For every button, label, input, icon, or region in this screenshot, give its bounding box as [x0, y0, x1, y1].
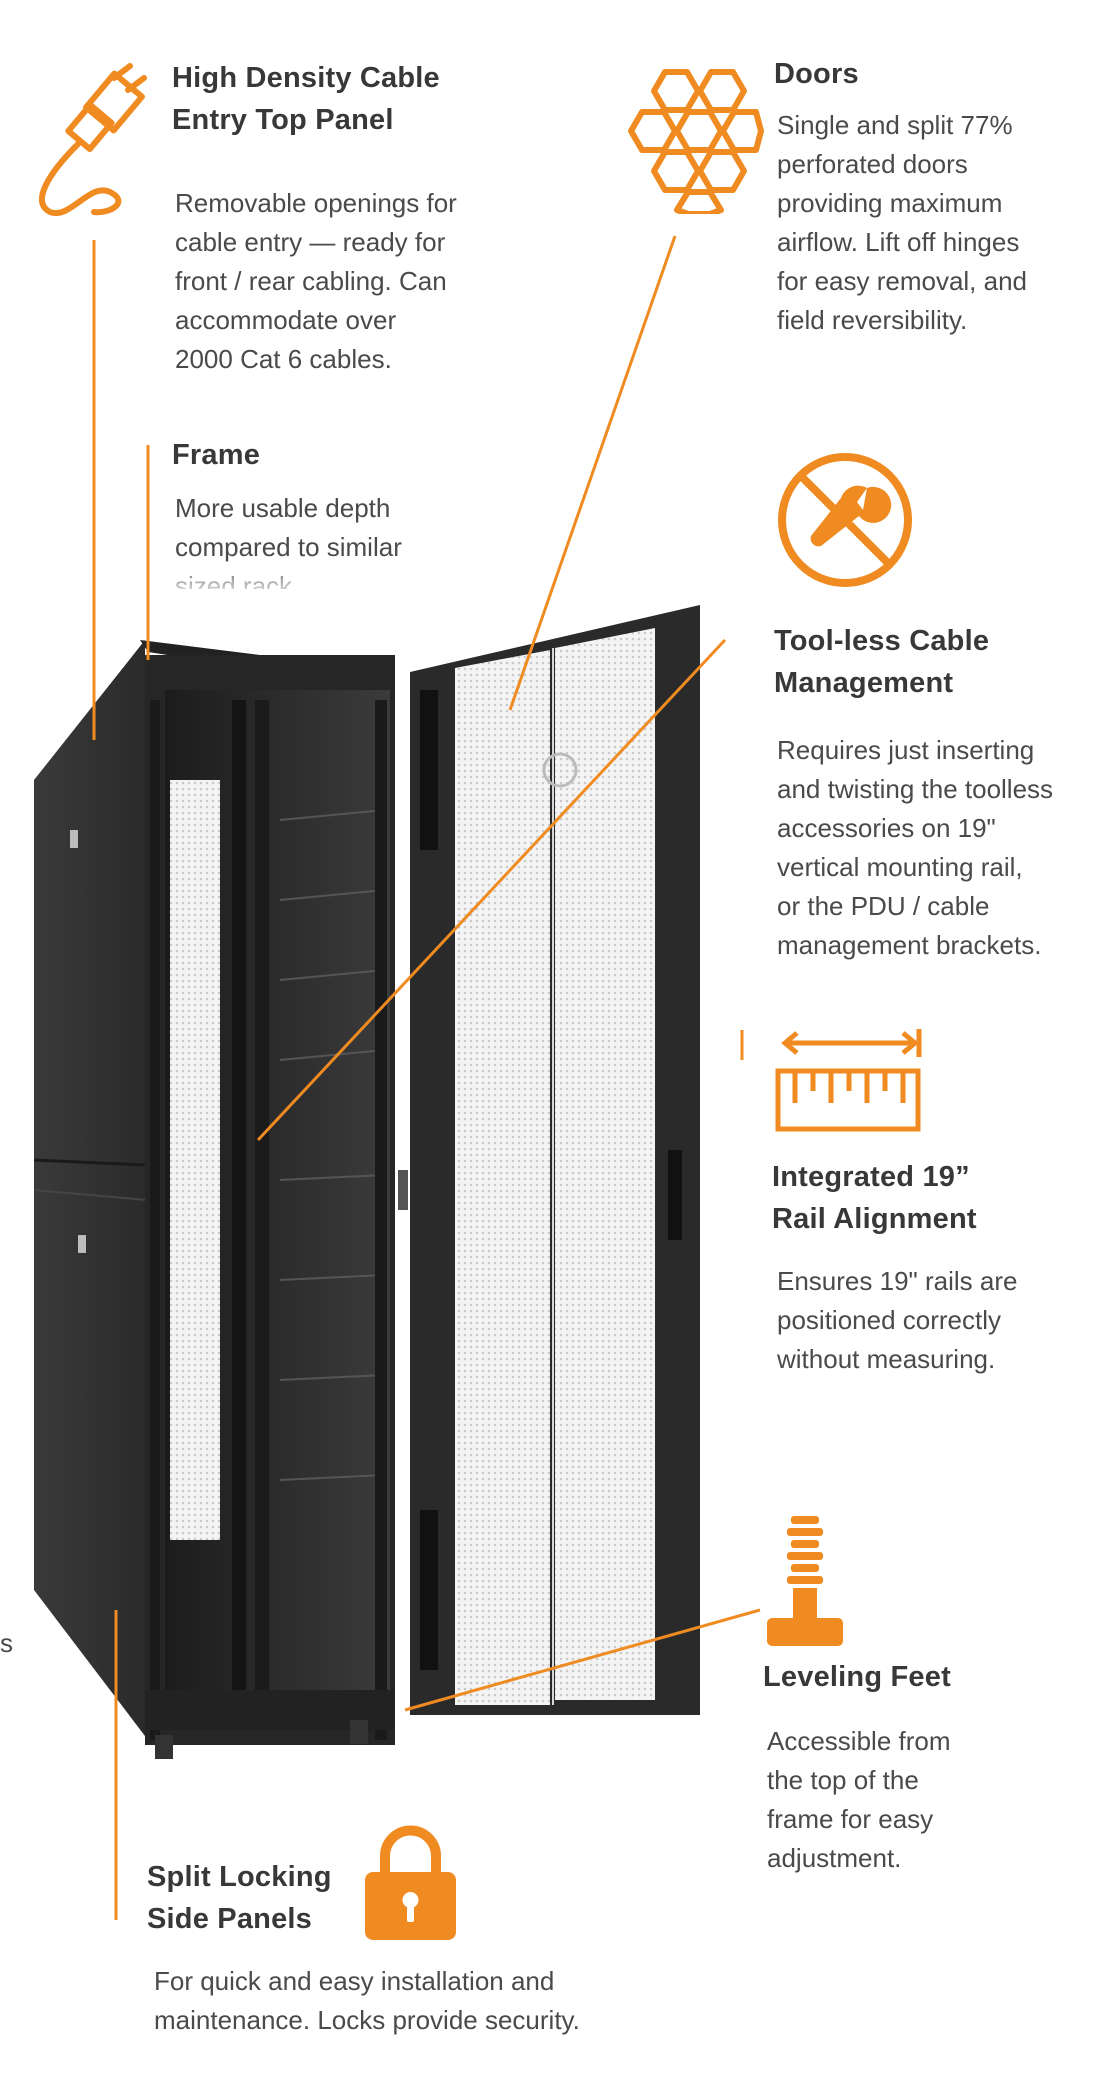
cable-plug-icon — [30, 62, 150, 217]
ruler-icon — [775, 1025, 925, 1135]
padlock-icon — [363, 1822, 458, 1942]
frame-text-fade — [150, 560, 490, 600]
side-panel — [34, 640, 148, 1740]
frame-title: Frame — [172, 439, 261, 471]
rail-text: Ensures 19" rails are positioned correct… — [777, 1266, 1018, 1374]
side-panels-text: For quick and easy installation and main… — [154, 1966, 580, 2035]
feet-title: Leveling Feet — [763, 1661, 951, 1693]
edge-text-fragment: s — [0, 1628, 13, 1658]
cable-entry-title: High Density Cable Entry Top Panel — [172, 62, 440, 136]
toolless-text: Requires just inserting and twisting the… — [777, 735, 1054, 960]
side-panels-title: Split Locking Side Panels — [147, 1861, 332, 1935]
doors-title: Doors — [774, 58, 859, 90]
cable-entry-text: Removable openings for cable entry — rea… — [175, 188, 457, 374]
doors-text: Single and split 77% perforated doors pr… — [777, 110, 1028, 335]
leveling-foot-icon — [765, 1512, 845, 1652]
toolless-title: Tool-less Cable Management — [774, 625, 990, 699]
rail-title: Integrated 19” Rail Alignment — [772, 1161, 977, 1235]
honeycomb-icon — [615, 64, 765, 214]
feet-text: Accessible from the top of the frame for… — [767, 1726, 951, 1873]
no-tools-icon — [775, 450, 915, 590]
